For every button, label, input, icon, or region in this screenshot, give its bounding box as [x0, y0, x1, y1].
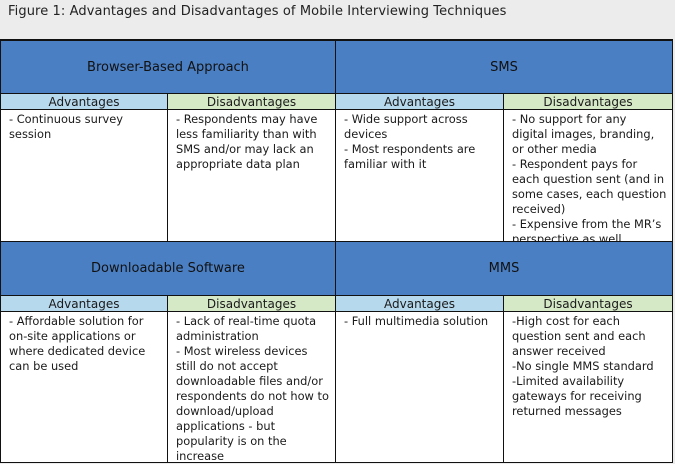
browser-advantages-label: Advantages: [1, 94, 168, 110]
software-advantages-label: Advantages: [1, 296, 168, 312]
cell-text-line: download/upload: [176, 404, 274, 418]
cell-text-line: familiar with it: [344, 157, 427, 171]
browser-disadvantages-label: Disadvantages: [168, 94, 336, 110]
cell-text-line: - Affordable solution for: [9, 314, 144, 328]
cell-text-line: some cases, each question: [512, 187, 667, 201]
cell-text-line: - Respondent pays for: [512, 157, 638, 171]
cell-text-line: - Continuous survey: [9, 112, 124, 126]
cell-text-line: gateways for receiving: [512, 389, 642, 403]
cell-text-line: - Most wireless devices: [176, 344, 308, 358]
cell-text-line: where dedicated device: [9, 344, 146, 358]
sms-advantages-label: Advantages: [336, 94, 504, 110]
header-sms: SMS: [336, 41, 673, 94]
cell-text-line: or other media: [512, 142, 597, 156]
cell-text-line: - Lack of real-time quota: [176, 314, 317, 328]
cell-text-line: can be used: [9, 359, 79, 373]
cell-text-line: still do not accept: [176, 359, 278, 373]
software-disadvantages-label: Disadvantages: [168, 296, 336, 312]
cell-text-line: returned messages: [512, 404, 622, 418]
header-mms: MMS: [336, 242, 673, 296]
cell-text-line: downloadable files and/or: [176, 374, 323, 388]
mms-disadvantages-label: Disadvantages: [504, 296, 673, 312]
header-browser-based: Browser-Based Approach: [1, 41, 336, 94]
cell-text-line: less familiarity than with: [176, 127, 317, 141]
cell-text-line: session: [9, 127, 52, 141]
cell-text-line: SMS and/or may lack an: [176, 142, 314, 156]
sms-disadvantages-label: Disadvantages: [504, 94, 673, 110]
sublabel-row-bottom: Advantages Disadvantages Advantages Disa…: [1, 296, 673, 312]
cell-text-line: answer received: [512, 344, 606, 358]
cell-text-line: - Full multimedia solution: [344, 314, 489, 328]
figure-title: Figure 1: Advantages and Disadvantages o…: [8, 4, 507, 19]
cell-text-line: - Respondents may have: [176, 112, 318, 126]
header-row-bottom: Downloadable Software MMS: [1, 242, 673, 296]
cell-text-line: - No support for any: [512, 112, 627, 126]
cell-text-line: received): [512, 202, 566, 216]
cell-text-line: digital images, branding,: [512, 127, 655, 141]
sublabel-row-top: Advantages Disadvantages Advantages Disa…: [1, 94, 673, 110]
cell-text-line: increase: [176, 449, 225, 463]
cell-text-line: applications - but: [176, 419, 276, 433]
cell-text-line: on-site applications or: [9, 329, 136, 343]
cell-text-line: -No single MMS standard: [512, 359, 654, 373]
cell-text-line: -Limited availability: [512, 374, 625, 388]
cell-text-line: - Most respondents are: [344, 142, 476, 156]
cell-text-line: devices: [344, 127, 388, 141]
header-row-top: Browser-Based Approach SMS: [1, 41, 673, 94]
cell-text-line: perspective as well: [512, 232, 622, 242]
cell-text-line: each question sent (and in: [512, 172, 665, 186]
cell-text-line: - Expensive from the MR’s: [512, 217, 662, 231]
cell-text-line: popularity is on the: [176, 434, 287, 448]
cell-text-line: -High cost for each: [512, 314, 620, 328]
cell-text-line: administration: [176, 329, 259, 343]
mms-advantages-label: Advantages: [336, 296, 504, 312]
cell-text-line: - Wide support across: [344, 112, 468, 126]
header-downloadable-software: Downloadable Software: [1, 242, 336, 296]
cell-text-line: respondents do not how to: [176, 389, 329, 403]
mms-advantages-cell: - Full multimedia solution: [336, 312, 504, 463]
comparison-table: Browser-Based Approach SMS Advantages Di…: [0, 39, 673, 463]
cell-text-line: appropriate data plan: [176, 157, 300, 171]
cell-text-line: question sent and each: [512, 329, 646, 343]
